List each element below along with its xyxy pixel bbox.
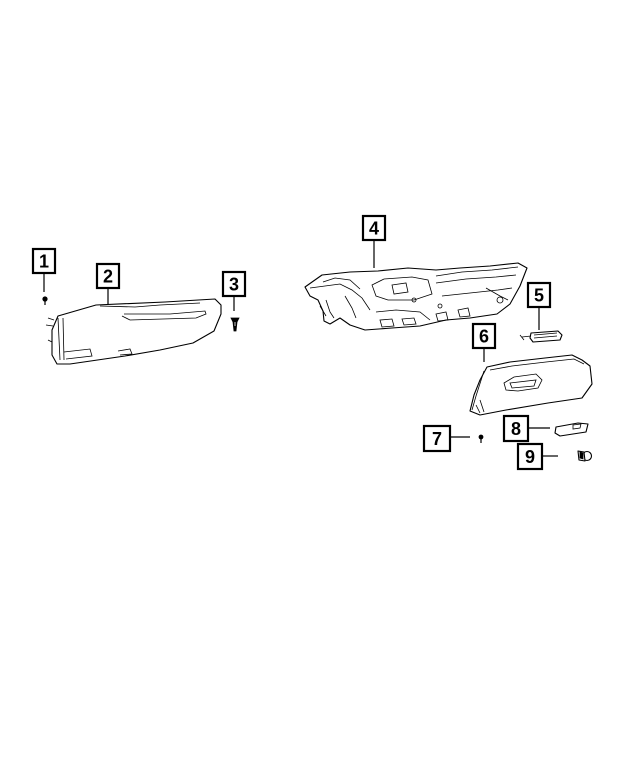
part-4-panel-carrier — [304, 262, 528, 331]
callout-8: 8 — [502, 414, 530, 443]
callout-2: 2 — [95, 262, 121, 290]
callout-1: 1 — [31, 247, 57, 275]
callout-8-label: 8 — [511, 419, 521, 439]
part-9-bumper — [577, 450, 593, 462]
callout-4: 4 — [361, 214, 387, 242]
callout-5: 5 — [526, 281, 552, 309]
part-3-push-clip — [230, 317, 240, 332]
callout-3: 3 — [221, 270, 247, 298]
callout-4-label: 4 — [369, 219, 379, 239]
part-5-latch — [519, 330, 563, 343]
part-1-screw — [42, 296, 48, 305]
leader-lines — [43, 241, 558, 457]
callout-3-label: 3 — [229, 275, 239, 295]
part-6-glove-box-door — [469, 354, 593, 416]
callout-1-label: 1 — [39, 252, 49, 272]
callout-9-label: 9 — [525, 447, 535, 467]
callout-5-label: 5 — [534, 286, 544, 306]
callout-7: 7 — [422, 424, 452, 453]
part-7-screw — [478, 434, 484, 443]
callout-2-label: 2 — [103, 267, 113, 287]
callout-6: 6 — [471, 322, 497, 350]
callout-6-label: 6 — [479, 327, 489, 347]
callout-9: 9 — [516, 442, 544, 471]
part-2-lower-panel — [45, 298, 222, 365]
callout-7-label: 7 — [432, 429, 442, 449]
part-8-latch-cover — [554, 422, 589, 437]
